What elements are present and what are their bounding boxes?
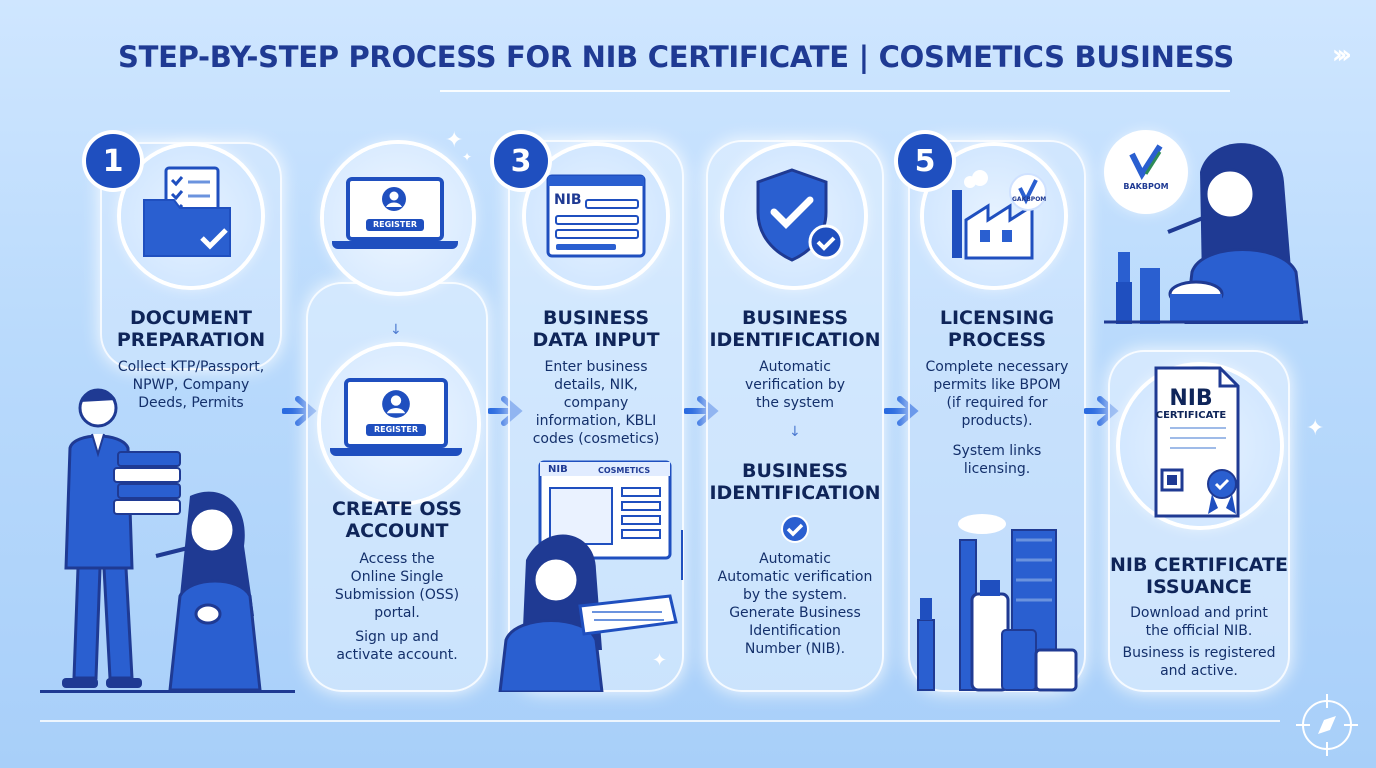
sparkle-icon-1: ✦: [445, 128, 464, 153]
folder-icon: [143, 166, 231, 257]
step-6-heading-line-2: ISSUANCE: [1146, 576, 1252, 598]
step-6-text-line-2: the official NIB.: [1145, 623, 1253, 639]
step-2-text-line-1: Access the: [359, 551, 435, 567]
compass-icon: [1296, 694, 1358, 756]
step-3-badge: 3: [494, 134, 548, 188]
arrow-icon-4: [884, 396, 919, 426]
step-2-text-line-3: Submission (OSS): [334, 587, 460, 603]
cosmetics-buildings-illustration: [917, 514, 1078, 692]
step-4-text-line-1: Automatic: [759, 359, 831, 375]
step-5-text-line-2: permits like BPOM: [933, 377, 1061, 393]
step-5-text-line-3: (if required for: [946, 395, 1048, 411]
step-1-text-line-3: Deeds, Permits: [138, 395, 244, 411]
step-1-text-line-2: NPWP, Company: [132, 377, 250, 393]
step-4-text-line-2: verification by: [744, 377, 846, 393]
step-6-text2-line-2: and active.: [1160, 663, 1238, 679]
step-1-heading-line-2: PREPARATION: [116, 329, 266, 351]
step-3-text-line-4: information, KBLI: [535, 413, 657, 429]
user-avatar-icon-top: [382, 187, 406, 211]
shield-check-icon: [756, 168, 844, 262]
step-3-heading-line-2: DATA INPUT: [532, 329, 660, 351]
step-3-text-line-5: codes (cosmetics): [532, 431, 660, 447]
step-5-text2-line-1: System links: [952, 443, 1042, 459]
step-2-text2-line-2: activate account.: [336, 647, 458, 663]
step-2-text-line-2: Online Single: [350, 569, 444, 585]
step-4-text2-line-2: Automatic verification: [717, 569, 873, 585]
step-5-text-line-4: products).: [961, 413, 1033, 429]
bottom-divider: [40, 720, 1280, 722]
step-6-text2-line-1: Business is registered: [1122, 645, 1276, 661]
step-4-text2-line-1: Automatic: [759, 551, 831, 567]
ground-line: [40, 690, 295, 693]
step-3-text-line-2: details, NIK,: [554, 377, 638, 393]
step-5-heading-line-2: PROCESS: [947, 329, 1047, 351]
bpom-logo-text: BAKBPOM: [1123, 182, 1169, 191]
step-4-heading-line-1: BUSINESS: [741, 307, 849, 329]
step-3-text-line-3: company: [563, 395, 629, 411]
step-4-text2-line-6: Number (NIB).: [744, 641, 846, 657]
step-1-text-line-1: Collect KTP/Passport,: [117, 359, 265, 375]
sparkle-icon-4: ✦: [1306, 416, 1325, 441]
step-5-badge: 5: [898, 134, 952, 188]
laptop-base-bottom: [330, 448, 462, 456]
certificate-icon: [1154, 366, 1240, 518]
check-circle-icon: [781, 515, 809, 543]
down-arrow-icon-4: ↓: [789, 424, 801, 440]
step-4-heading-line-2: IDENTIFICATION: [709, 329, 881, 351]
woman-typing-illustration: [498, 530, 683, 692]
woman-cosmetics-illustration: [1104, 143, 1308, 324]
sparkle-icon-3: ✦: [652, 650, 668, 671]
step-2-text2-line-1: Sign up and: [355, 629, 439, 645]
step-4-text-line-3: the system: [755, 395, 835, 411]
bpom-logo-small-text: GAKBPOM: [1012, 196, 1047, 203]
register-button-top[interactable]: REGISTER: [366, 219, 424, 231]
down-arrow-icon-2: ↓: [390, 322, 402, 338]
step-5-heading-line-1: LICENSING: [939, 307, 1055, 329]
nib-form-label: NIB: [554, 192, 582, 208]
step-3-text-line-1: Enter business: [544, 359, 648, 375]
businessman-illustration: [62, 388, 181, 688]
step-4-heading2-line-1: BUSINESS: [741, 460, 849, 482]
factory-icon: [952, 170, 1047, 260]
nib-form-icon: [546, 174, 646, 258]
step-4-text2-line-4: Generate Business: [729, 605, 861, 621]
certificate-subtitle: CERTIFICATE: [1155, 410, 1227, 421]
bpom-logo-icon: [1129, 144, 1163, 180]
step-2-text-line-4: portal.: [374, 605, 420, 621]
page-title: STEP-BY-STEP PROCESS FOR NIB CERTIFICATE…: [118, 40, 1235, 74]
sparkle-icon-2: ✦: [462, 150, 473, 164]
chevrons-icon: ›››: [1331, 40, 1352, 70]
register-button-bottom[interactable]: REGISTER: [366, 424, 426, 436]
step-1-heading-line-1: DOCUMENT: [129, 307, 253, 329]
step-5-text-line-1: Complete necessary: [925, 359, 1069, 375]
step-1-badge: 1: [86, 134, 140, 188]
step-4-heading2-line-2: IDENTIFICATION: [709, 482, 881, 504]
step-2-heading-line-2: ACCOUNT: [345, 520, 449, 542]
step-5-text2-line-2: licensing.: [963, 461, 1031, 477]
step-6-heading-line-1: NIB CERTIFICATE: [1110, 554, 1288, 576]
step-3-heading-line-1: BUSINESS: [542, 307, 650, 329]
title-divider: [440, 90, 1230, 92]
user-avatar-icon-bottom: [382, 390, 410, 418]
laptop-base-top: [332, 241, 458, 249]
step-4-text2-line-3: by the system.: [742, 587, 848, 603]
certificate-title: NIB: [1169, 386, 1213, 411]
step-4-text2-line-5: Identification: [749, 623, 841, 639]
cosmetics-form-label: NIB: [548, 464, 568, 475]
step-2-heading-line-1: CREATE OSS: [331, 498, 462, 520]
woman-makeup-illustration: [155, 491, 262, 690]
step-6-text-line-1: Download and print: [1130, 605, 1268, 621]
cosmetics-form-tag: COSMETICS: [598, 466, 651, 475]
